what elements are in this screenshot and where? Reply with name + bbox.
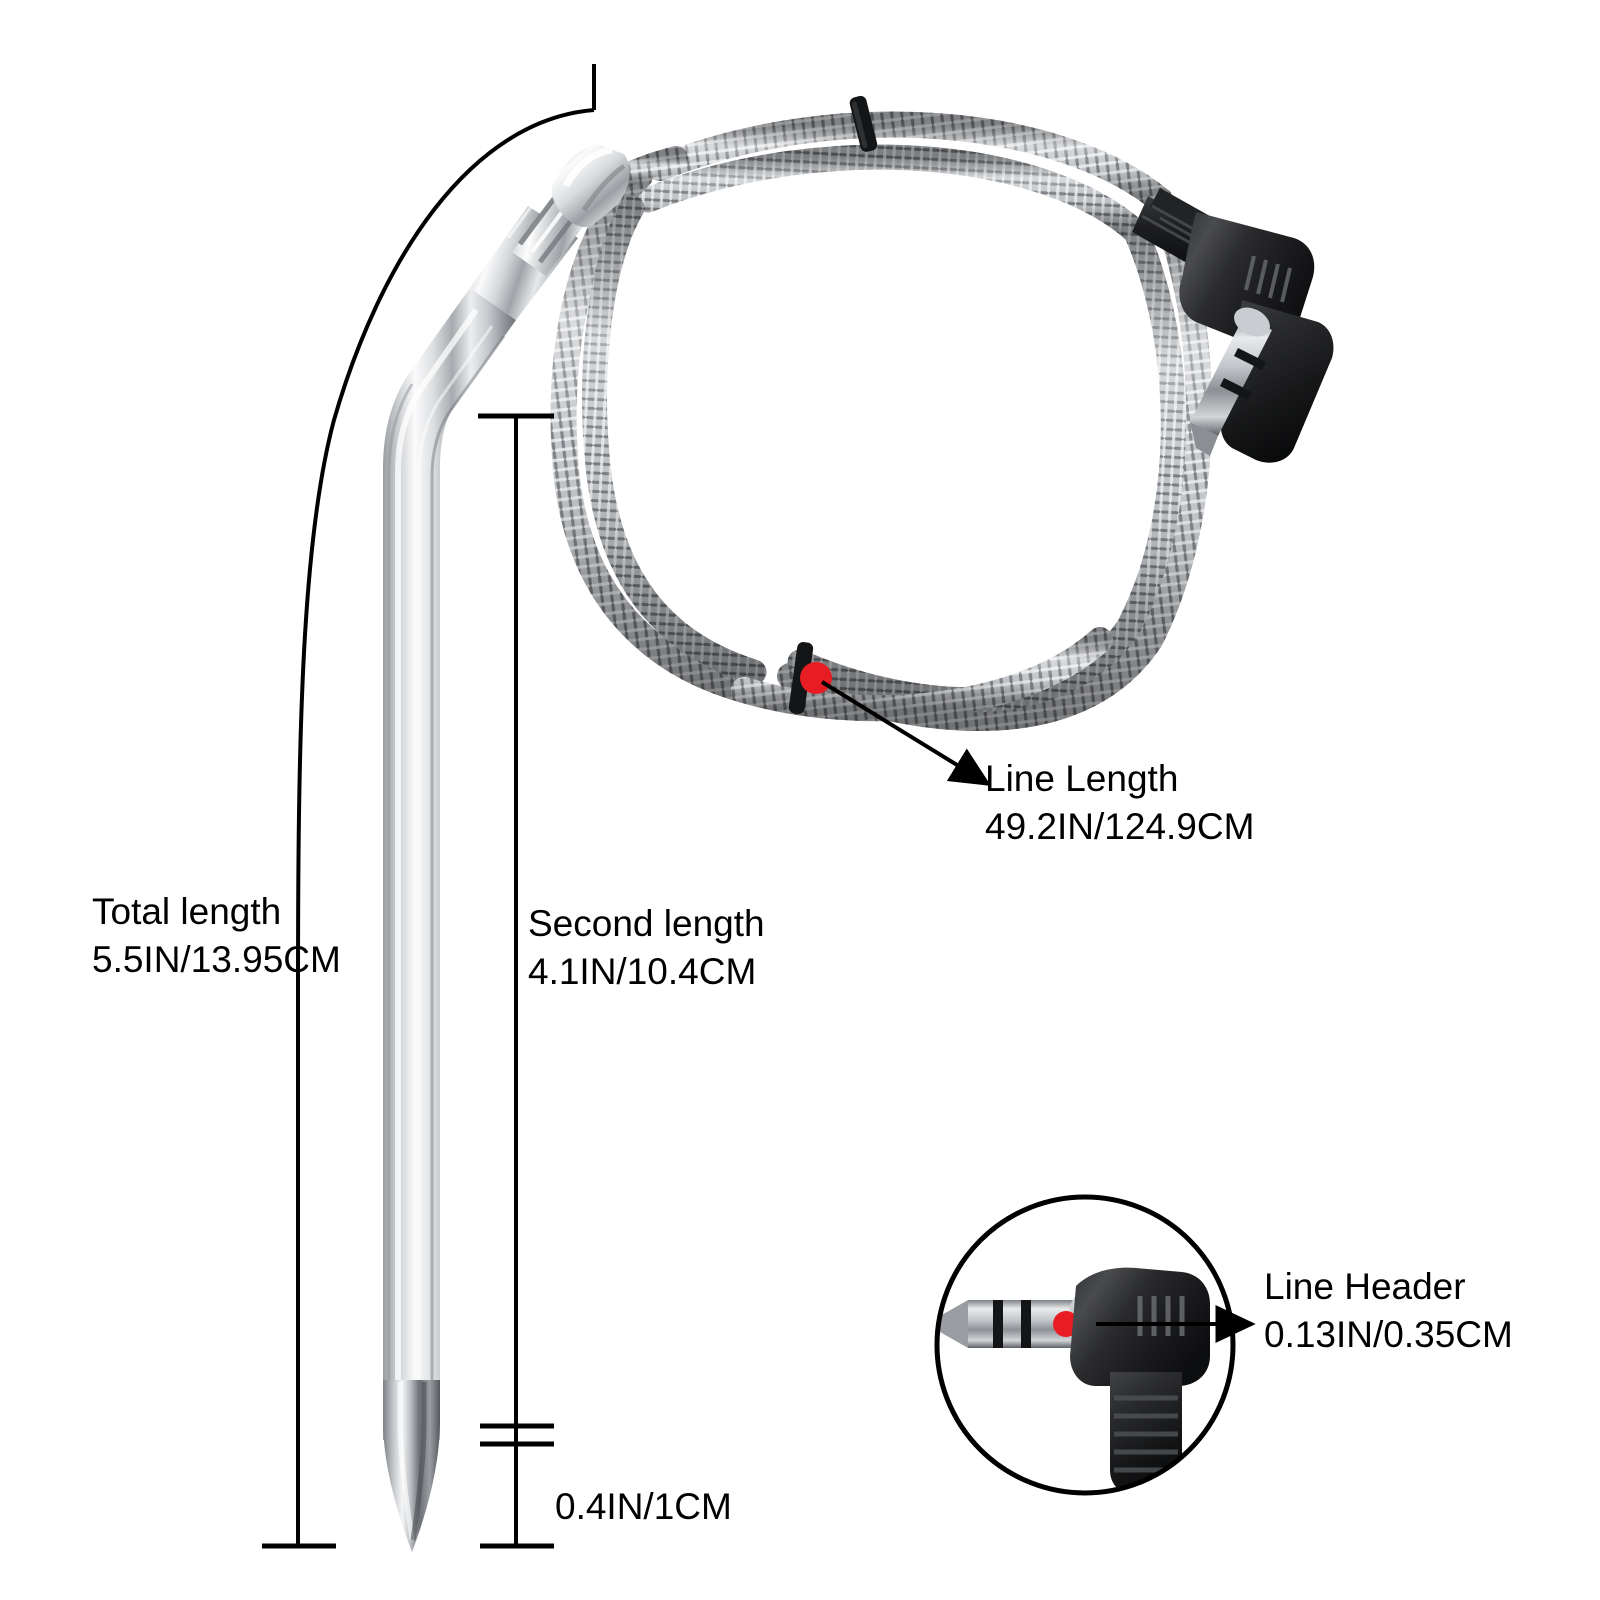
red-marker-dot xyxy=(800,662,832,694)
second-length-label: Second length 4.1IN/10.4CM xyxy=(528,900,765,996)
line-length-label: Line Length 49.2IN/124.9CM xyxy=(985,755,1254,851)
probe-head-cap xyxy=(552,144,630,228)
line-header-label: Line Header 0.13IN/0.35CM xyxy=(1264,1263,1513,1359)
line-length-value: 49.2IN/124.9CM xyxy=(985,806,1255,847)
braided-cable xyxy=(550,111,1212,732)
inset-jack-shaft xyxy=(940,1294,1092,1354)
total-length-title: Total length xyxy=(92,891,282,932)
total-length-label: Total length 5.5IN/13.95CM xyxy=(92,888,341,984)
cable-tie-marker xyxy=(788,642,832,714)
line-length-leader xyxy=(820,680,992,786)
second-length-value: 4.1IN/10.4CM xyxy=(528,951,757,992)
plug-detail-inset xyxy=(934,1194,1236,1496)
tip-length-label: 0.4IN/1CM xyxy=(555,1483,732,1531)
tip-length-value: 0.4IN/1CM xyxy=(555,1486,732,1527)
plug-grip-ribs xyxy=(1244,255,1292,303)
total-length-dimension xyxy=(262,64,596,1549)
audio-jack-plug xyxy=(1132,188,1334,463)
cable-tie-top xyxy=(849,95,878,152)
second-length-title: Second length xyxy=(528,903,765,944)
tip-length-dimension xyxy=(480,1426,554,1549)
jack-shaft xyxy=(1190,307,1272,456)
total-length-value: 5.5IN/13.95CM xyxy=(92,939,341,980)
line-header-value: 0.13IN/0.35CM xyxy=(1264,1314,1513,1355)
line-header-title: Line Header xyxy=(1264,1266,1466,1307)
line-length-title: Line Length xyxy=(985,758,1179,799)
steel-probe xyxy=(383,144,630,1552)
